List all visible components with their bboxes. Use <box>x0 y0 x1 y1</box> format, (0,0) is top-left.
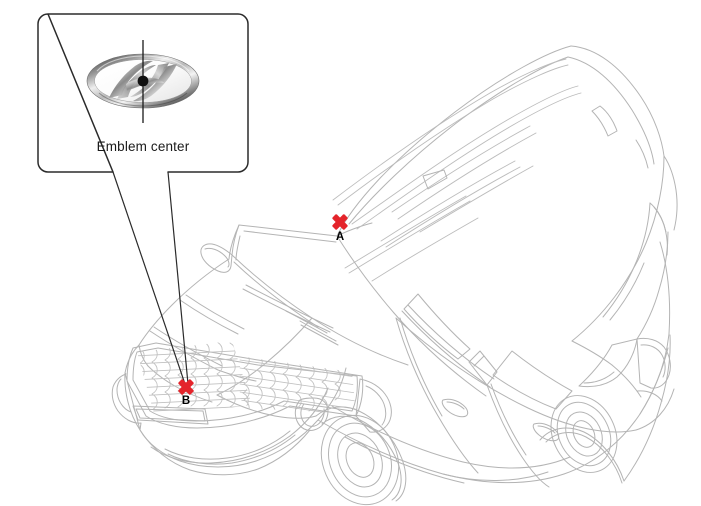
vehicle-body-outline <box>111 45 678 506</box>
emblem-center-dot <box>137 75 149 87</box>
marker-label-a: A <box>335 231 345 243</box>
callout-leader-lines <box>112 171 189 385</box>
leader-line-right <box>167 171 189 385</box>
emblem-center-caption: Emblem center <box>96 139 190 154</box>
marker-A <box>332 214 348 230</box>
marker-label-b: B <box>181 395 191 407</box>
leader-line-left <box>112 171 186 385</box>
emblem-center-axis <box>137 40 149 123</box>
marker-B <box>178 379 194 395</box>
